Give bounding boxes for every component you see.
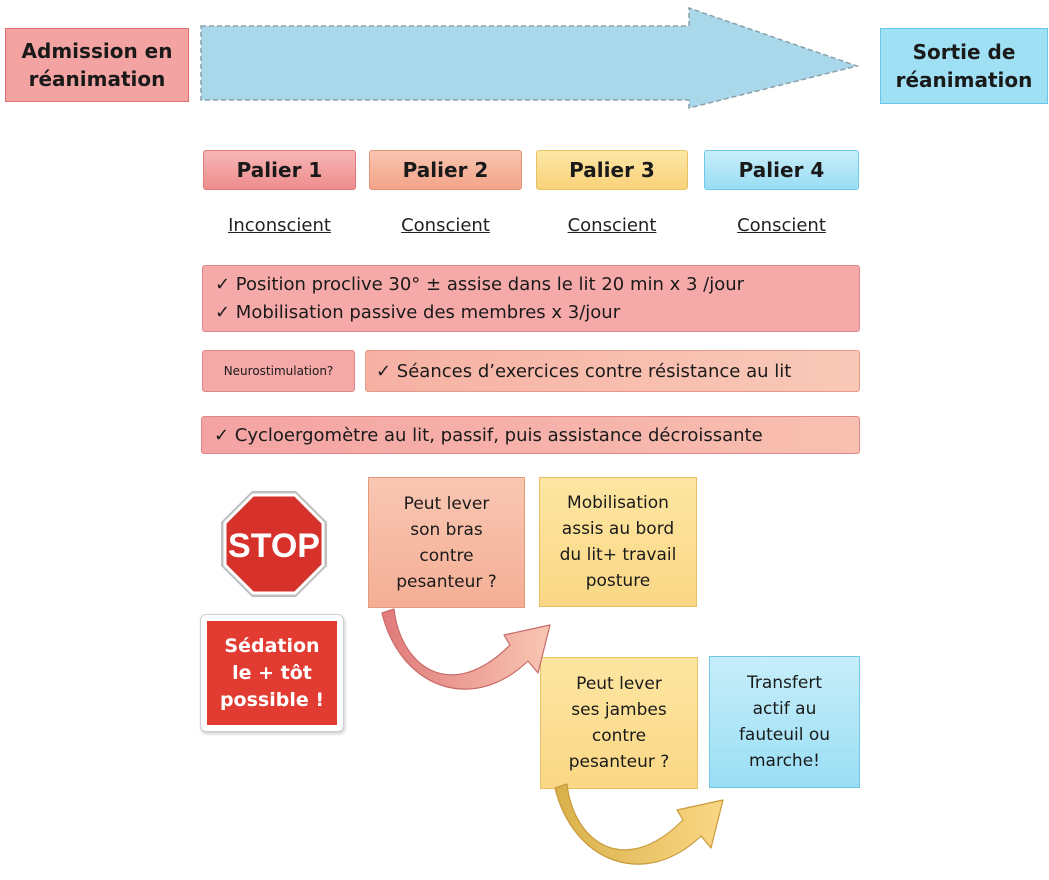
transfert-box: Transfert actif au fauteuil ou marche! <box>709 656 860 788</box>
palier-4-state: Conscient <box>737 214 826 236</box>
mobilisation-assis-line4: posture <box>585 571 651 591</box>
sedation-line2: le + tôt <box>232 661 312 684</box>
timeline-arrow <box>200 6 860 109</box>
transfert-line3: fauteuil ou <box>738 725 831 745</box>
question-bras-line3: contre <box>419 545 474 566</box>
sortie-label-line1: Sortie de <box>912 40 1016 64</box>
mobilisation-assis-line2: assis au bord <box>561 519 675 539</box>
question-jambes-box: Peut lever ses jambes contre pesanteur ? <box>540 657 698 789</box>
question-bras-line4: pesanteur ? <box>396 571 497 592</box>
question-bras-box: Peut lever son bras contre pesanteur ? <box>368 477 525 608</box>
question-jambes-line1: Peut lever <box>576 674 662 694</box>
cycloergometre-band: ✓ Cycloergomètre au lit, passif, puis as… <box>201 416 860 454</box>
sortie-box: Sortie de réanimation <box>880 28 1048 104</box>
palier-1-state: Inconscient <box>228 214 331 236</box>
stop-sign-text: STOP <box>228 527 320 565</box>
admission-box: Admission en réanimation <box>5 28 189 102</box>
position-proclive-text: ✓ Position proclive 30° ± assise dans le… <box>215 274 745 295</box>
question-bras-line2: son bras <box>410 519 483 540</box>
transfert-line1: Transfert <box>746 673 822 693</box>
transfert-line2: actif au <box>752 699 817 719</box>
position-mobilisation-band: ✓ Position proclive 30° ± assise dans le… <box>202 265 860 332</box>
admission-label-line1: Admission en <box>21 39 173 63</box>
mobilisation-assis-line1: Mobilisation <box>567 493 669 513</box>
sedation-line1: Sédation <box>224 634 320 657</box>
curved-arrow-1-icon <box>381 608 551 690</box>
question-jambes-line2: ses jambes <box>571 700 667 720</box>
mobilisation-assis-line3: du lit+ travail <box>559 545 677 565</box>
mobilisation-assis-box: Mobilisation assis au bord du lit+ trava… <box>539 477 697 607</box>
sedation-box: Sédation le + tôt possible ! <box>200 614 344 732</box>
palier-2-state: Conscient <box>401 214 490 236</box>
seances-exercices-band: ✓ Séances d’exercices contre résistance … <box>365 350 860 392</box>
palier-3-box: Palier 3 <box>536 150 688 190</box>
question-jambes-line4: pesanteur ? <box>568 752 670 772</box>
question-jambes-line3: contre <box>591 726 647 746</box>
sortie-label-line2: réanimation <box>895 68 1033 92</box>
neurostimulation-box: Neurostimulation? <box>202 350 355 392</box>
palier-3-state: Conscient <box>567 214 657 236</box>
palier-1-box: Palier 1 <box>203 150 356 190</box>
palier-4-box: Palier 4 <box>704 150 859 190</box>
curved-arrow-2-icon <box>554 783 724 865</box>
seances-exercices-text: ✓ Séances d’exercices contre résistance … <box>376 360 792 382</box>
transfert-line4: marche! <box>748 751 820 771</box>
question-bras-line1: Peut lever <box>403 493 490 514</box>
palier-2-box: Palier 2 <box>369 150 522 190</box>
cycloergometre-text: ✓ Cycloergomètre au lit, passif, puis as… <box>214 424 763 446</box>
stop-sign-icon: STOP <box>221 491 327 597</box>
sedation-line3: possible ! <box>219 688 325 711</box>
mobilisation-passive-text: ✓ Mobilisation passive des membres x 3/j… <box>215 302 621 323</box>
admission-label-line2: réanimation <box>28 67 166 91</box>
